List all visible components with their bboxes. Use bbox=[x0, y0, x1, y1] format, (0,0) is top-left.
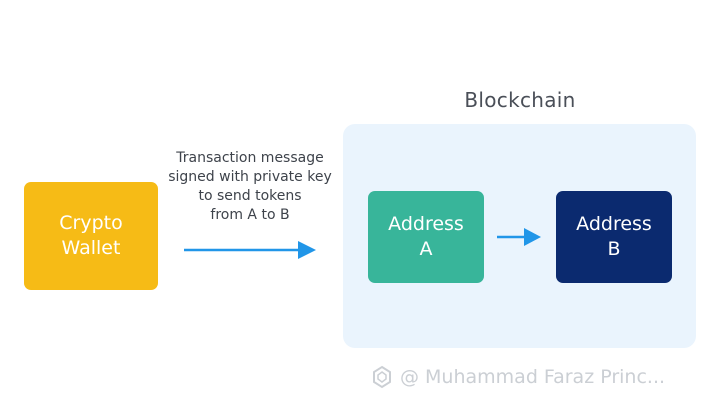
address-b-label-line2: B bbox=[607, 238, 621, 260]
transaction-message-line3: to send tokens bbox=[198, 188, 302, 204]
transaction-message-line4: from A to B bbox=[210, 207, 290, 223]
blockchain-title: Blockchain bbox=[464, 88, 576, 112]
address-a-label-line1: Address bbox=[388, 213, 464, 235]
address-b-box: Address B bbox=[556, 191, 672, 283]
watermark: @ Muhammad Faraz Princ... bbox=[370, 365, 665, 389]
address-a-box: Address A bbox=[368, 191, 484, 283]
watermark-text: @ Muhammad Faraz Princ... bbox=[400, 366, 666, 388]
transaction-message-text: Transaction message signed with private … bbox=[160, 149, 340, 225]
crypto-wallet-label-line1: Crypto bbox=[59, 212, 123, 234]
transaction-message-line2: signed with private key bbox=[168, 169, 332, 185]
linkedin-logo-icon bbox=[373, 365, 391, 389]
wallet-to-address-a-arrow bbox=[184, 241, 316, 259]
crypto-wallet-box: Crypto Wallet bbox=[24, 182, 158, 290]
address-b-label-line1: Address bbox=[576, 213, 652, 235]
crypto-wallet-label-line2: Wallet bbox=[61, 237, 121, 259]
transaction-message-line1: Transaction message bbox=[176, 150, 324, 166]
address-a-label-line2: A bbox=[419, 238, 433, 260]
